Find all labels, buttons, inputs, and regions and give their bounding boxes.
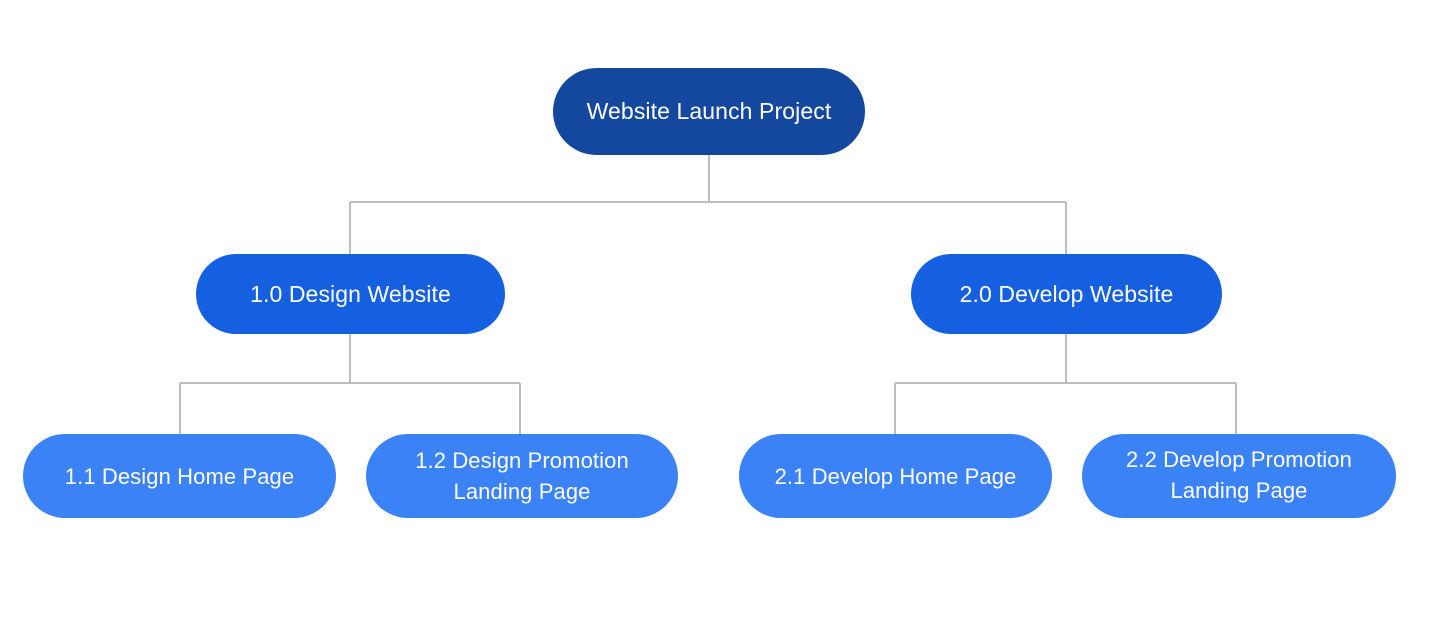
node-2-2-develop-promotion-landing-page[interactable]: 2.2 Develop Promotion Landing Page (1082, 434, 1396, 518)
node-label: 2.0 Develop Website (959, 280, 1174, 307)
node-website-launch-project[interactable]: Website Launch Project (553, 68, 865, 155)
node-1-2-design-promotion-landing-page[interactable]: 1.2 Design Promotion Landing Page (366, 434, 678, 518)
node-1-1-design-home-page[interactable]: 1.1 Design Home Page (23, 434, 336, 518)
node-label: 1.2 Design Promotion Landing Page (415, 448, 629, 504)
node-label: 2.2 Develop Promotion Landing Page (1126, 447, 1352, 503)
node-1-0-design-website[interactable]: 1.0 Design Website (196, 254, 505, 334)
node-label: 1.1 Design Home Page (64, 463, 295, 489)
node-label: 1.0 Design Website (250, 280, 451, 307)
node-2-0-develop-website[interactable]: 2.0 Develop Website (911, 254, 1222, 334)
node-label: Website Launch Project (586, 98, 832, 124)
node-2-1-develop-home-page[interactable]: 2.1 Develop Home Page (739, 434, 1052, 518)
node-label: 2.1 Develop Home Page (774, 463, 1017, 489)
